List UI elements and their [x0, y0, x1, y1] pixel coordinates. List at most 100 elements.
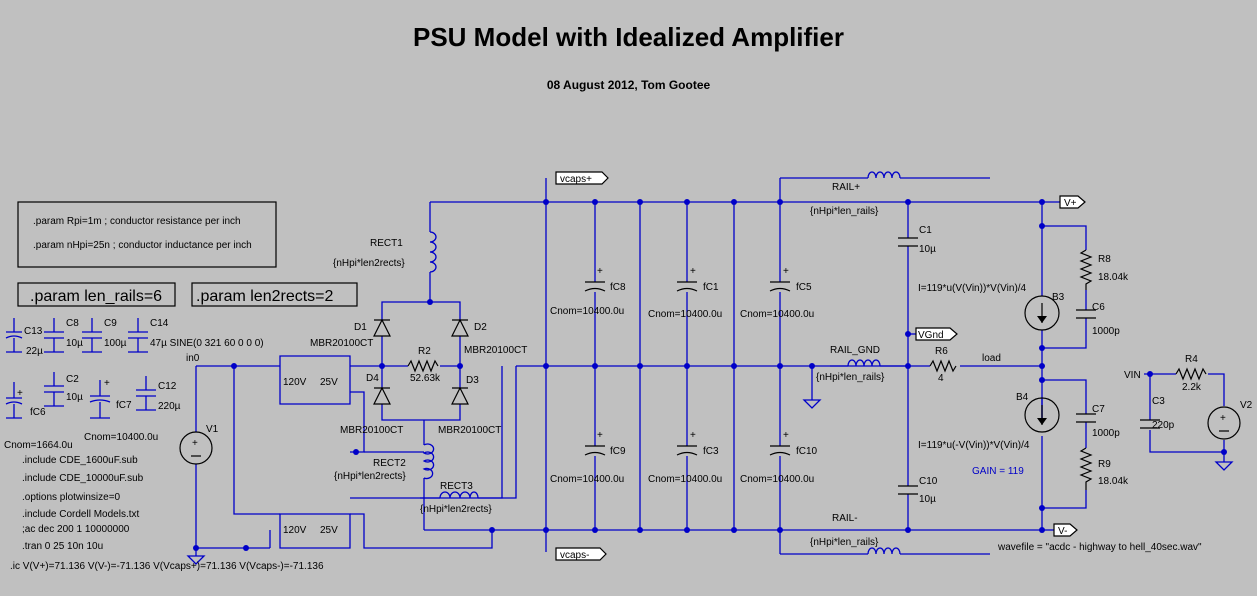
svg-text:10µ: 10µ — [66, 338, 83, 349]
inductor-rail-gnd[interactable]: RAIL_GND {nHpi*len_rails} — [816, 345, 885, 383]
svg-text:fC8: fC8 — [610, 282, 626, 293]
svg-text:120V: 120V — [283, 377, 307, 388]
capacitor-fc9[interactable]: + fC9 Cnom=10400.0u — [550, 430, 626, 485]
svg-text:I=119*u(-V(Vin))*V(Vin)/4: I=119*u(-V(Vin))*V(Vin)/4 — [918, 440, 1030, 451]
svg-text:C1: C1 — [919, 225, 932, 236]
svg-text:C14: C14 — [150, 318, 169, 329]
svg-text:C10: C10 — [919, 476, 938, 487]
transformer-bottom[interactable]: 120V 25V — [283, 525, 338, 536]
net-label-load: load — [982, 353, 1001, 364]
svg-text:220µ: 220µ — [158, 401, 181, 412]
voltage-source-v1[interactable]: + V1 — [179, 424, 219, 465]
net-label-v-plus[interactable]: V+ — [1059, 195, 1086, 209]
net-label-vgnd[interactable]: VGnd — [915, 327, 958, 341]
inductor-rect3[interactable]: RECT3 {nHpi*len2rects} — [420, 481, 492, 515]
svg-text:;ac dec 200 1 10000000: ;ac dec 200 1 10000000 — [22, 524, 130, 535]
ground-symbol — [186, 399, 1234, 565]
net-label-v-minus[interactable]: V- — [1053, 523, 1078, 537]
inductor-rail-minus[interactable]: RAIL- {nHpi*len_rails} — [810, 513, 901, 555]
param-box-len2rects[interactable]: .param len2rects=2 — [191, 282, 358, 307]
capacitor-fc3[interactable]: + fC3 Cnom=10400.0u — [648, 430, 722, 485]
svg-text:1000p: 1000p — [1092, 428, 1120, 439]
svg-text:18.04k: 18.04k — [1098, 476, 1129, 487]
wavefile-directive[interactable]: wavefile = "acdc - highway to hell_40sec… — [997, 542, 1202, 553]
inductor-rect1[interactable]: RECT1 {nHpi*len2rects} — [333, 231, 437, 273]
diode-d2[interactable]: D2 MBR20100CT — [451, 318, 527, 356]
svg-text:I=119*u(V(Vin))*V(Vin)/4: I=119*u(V(Vin))*V(Vin)/4 — [918, 283, 1027, 294]
spice-directives[interactable]: .include CDE_1600uF.sub .include CDE_100… — [10, 455, 324, 572]
current-source-b3[interactable]: B3 I=119*u(V(Vin))*V(Vin)/4 — [918, 283, 1065, 331]
diode-d1[interactable]: D1 MBR20100CT — [310, 318, 391, 349]
junction-dots — [193, 199, 1227, 551]
capacitor-c3[interactable]: C3 220p — [1140, 396, 1175, 431]
capacitor-c10[interactable]: C10 10µ — [898, 476, 938, 505]
svg-text:D2: D2 — [474, 322, 487, 333]
voltage-source-v2[interactable]: + V2 — [1207, 400, 1253, 440]
svg-text:fC5: fC5 — [796, 282, 812, 293]
svg-text:C9: C9 — [104, 318, 117, 329]
svg-text:+: + — [597, 266, 603, 277]
capacitor-fc5[interactable]: + fC5 Cnom=10400.0u — [740, 266, 814, 320]
transformer-top[interactable]: 120V 25V — [283, 377, 338, 388]
svg-text:{nHpi*len2rects}: {nHpi*len2rects} — [420, 504, 492, 515]
svg-text:52.63k: 52.63k — [410, 373, 441, 384]
svg-text:Cnom=10400.0u: Cnom=10400.0u — [740, 309, 814, 320]
capacitor-fc1[interactable]: + fC1 Cnom=10400.0u — [648, 266, 722, 320]
net-label-vcaps-plus[interactable]: vcaps+ — [555, 171, 609, 185]
svg-text:Cnom=1664.0u: Cnom=1664.0u — [4, 440, 73, 451]
svg-text:MBR20100CT: MBR20100CT — [438, 425, 501, 436]
svg-text:C13: C13 — [24, 326, 43, 337]
svg-text:C3: C3 — [1152, 396, 1165, 407]
svg-text:MBR20100CT: MBR20100CT — [340, 425, 403, 436]
svg-text:10µ: 10µ — [66, 392, 83, 403]
capacitor-fc8[interactable]: + fC8 Cnom=10400.0u — [550, 266, 626, 317]
svg-text:R4: R4 — [1185, 354, 1198, 365]
svg-text:+: + — [783, 266, 789, 277]
spare-capacitors[interactable]: C13 22µ C8 10µ C9 100µ C14 47µ SINE(0 32… — [4, 318, 264, 451]
svg-text:RECT3: RECT3 — [440, 481, 473, 492]
inductor-rail-plus[interactable]: RAIL+ {nHpi*len_rails} — [810, 171, 901, 217]
svg-text:Cnom=10400.0u: Cnom=10400.0u — [550, 306, 624, 317]
svg-text:V1: V1 — [206, 424, 219, 435]
svg-text:+: + — [690, 430, 696, 441]
svg-text:RAIL-: RAIL- — [832, 513, 858, 524]
svg-text:+: + — [17, 388, 23, 399]
svg-text:C8: C8 — [66, 318, 79, 329]
diode-d4[interactable]: D4 MBR20100CT — [340, 373, 403, 436]
param-box-conductor[interactable]: .param Rpi=1m ; conductor resistance per… — [17, 201, 277, 268]
resistor-r6[interactable]: R6 4 — [929, 346, 957, 384]
net-label-vcaps-minus[interactable]: vcaps- — [555, 547, 607, 561]
current-source-b4[interactable]: B4 I=119*u(-V(Vin))*V(Vin)/4 — [918, 392, 1060, 451]
svg-text:+: + — [783, 430, 789, 441]
svg-text:4: 4 — [938, 373, 944, 384]
svg-text:+: + — [1220, 413, 1226, 424]
svg-text:vcaps+: vcaps+ — [560, 174, 592, 185]
diode-d3[interactable]: D3 MBR20100CT — [438, 375, 501, 436]
svg-text:+: + — [690, 266, 696, 277]
svg-text:RECT1: RECT1 — [370, 238, 403, 249]
svg-text:1000p: 1000p — [1092, 326, 1120, 337]
capacitor-c6[interactable]: C6 1000p — [1076, 302, 1120, 337]
svg-text:.ic V(V+)=71.136 V(V-)=-71.13: .ic V(V+)=71.136 V(V-)=-71.136 V(Vcaps+)… — [10, 561, 324, 572]
svg-text:B4: B4 — [1016, 392, 1029, 403]
svg-text:fC9: fC9 — [610, 446, 626, 457]
capacitor-c1[interactable]: C1 10µ — [898, 225, 936, 255]
svg-text:V2: V2 — [1240, 400, 1253, 411]
svg-text:C12: C12 — [158, 381, 177, 392]
resistor-r9[interactable]: R9 18.04k — [1079, 447, 1129, 490]
param-box-len-rails[interactable]: .param len_rails=6 — [17, 282, 176, 307]
svg-text:fC7: fC7 — [116, 400, 132, 411]
svg-text:{nHpi*len_rails}: {nHpi*len_rails} — [810, 537, 879, 548]
schematic-title: PSU Model with Idealized Amplifier — [413, 22, 844, 52]
svg-text:RAIL_GND: RAIL_GND — [830, 345, 880, 356]
resistor-r4[interactable]: R4 2.2k — [1175, 354, 1207, 393]
capacitor-c7[interactable]: C7 1000p — [1076, 404, 1120, 439]
svg-text:{nHpi*len2rects}: {nHpi*len2rects} — [333, 258, 405, 269]
capacitor-fc10[interactable]: + fC10 Cnom=10400.0u — [740, 430, 818, 485]
inductor-rect2[interactable]: RECT2 {nHpi*len2rects} — [334, 443, 435, 482]
svg-text:10µ: 10µ — [919, 494, 936, 505]
resistor-r8[interactable]: R8 18.04k — [1079, 249, 1129, 290]
resistor-r2[interactable]: R2 52.63k — [407, 346, 441, 384]
svg-text:{nHpi*len2rects}: {nHpi*len2rects} — [334, 471, 406, 482]
